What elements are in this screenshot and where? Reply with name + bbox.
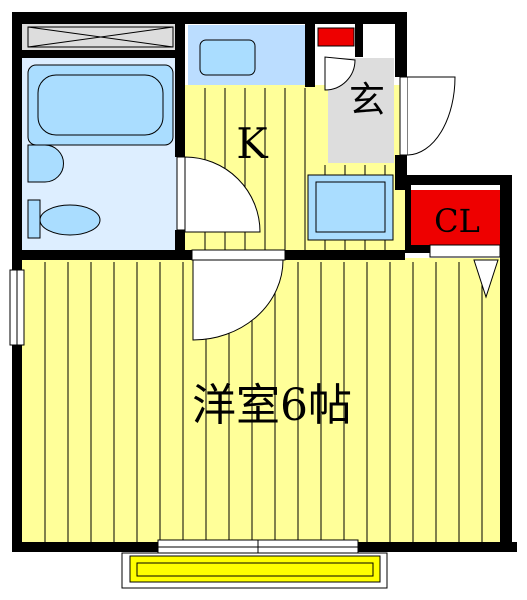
closet-door — [429, 244, 501, 299]
laundry-box — [27, 26, 174, 48]
kitchen-label: K — [236, 119, 269, 168]
bottom-window — [157, 539, 359, 555]
toilet-tank — [27, 199, 41, 239]
bathtub-inner — [37, 74, 164, 136]
refrigerator-inner — [315, 181, 386, 233]
western-room-label: 洋室6帖 — [192, 380, 352, 431]
balcony — [121, 552, 388, 589]
entrance-door — [399, 76, 456, 156]
closet-box — [410, 190, 505, 250]
left-window — [9, 269, 25, 346]
bathroom-door — [176, 156, 261, 233]
entrance-inner-door — [324, 56, 356, 91]
kitchen-sink — [199, 39, 256, 76]
western-room-door — [191, 249, 286, 341]
closet-label: CL — [434, 202, 480, 240]
toilet-bowl — [39, 204, 101, 236]
shoe-box — [317, 27, 355, 47]
entrance-label: 玄 — [349, 80, 385, 121]
washbasin — [27, 144, 64, 183]
